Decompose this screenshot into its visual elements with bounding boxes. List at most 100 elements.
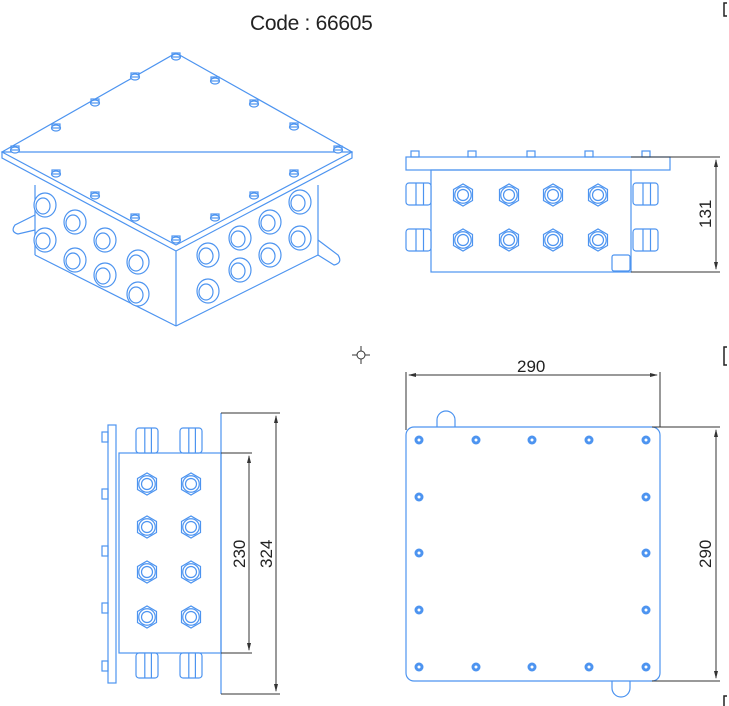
cable-gland	[93, 227, 117, 253]
lid-bolt	[50, 169, 62, 178]
cable-gland	[452, 183, 474, 207]
top-view: 290 290	[405, 357, 720, 698]
front-view: 131	[405, 150, 720, 273]
dimension-290-height: 290	[696, 540, 715, 568]
lid-bolt	[584, 150, 594, 158]
lid-bolt	[129, 72, 141, 81]
side-gland	[405, 228, 432, 252]
cable-gland	[63, 209, 87, 235]
top-tab-bottom	[611, 681, 631, 698]
side-gland	[405, 182, 432, 206]
bolt	[471, 435, 481, 445]
side-gland	[179, 652, 203, 679]
lid-bolt	[209, 76, 221, 85]
bolt	[641, 605, 651, 615]
cable-gland	[33, 192, 57, 218]
side-view: 230 324	[101, 412, 280, 695]
mounting-tab-right	[317, 239, 341, 266]
lid-bolt	[467, 150, 477, 158]
lid-bolt	[101, 660, 109, 672]
cable-gland	[63, 247, 87, 273]
frame-bracket-top	[723, 2, 727, 17]
cable-gland	[258, 242, 282, 268]
lid-bolt	[288, 169, 300, 178]
dimension-230: 230	[230, 540, 249, 568]
bolt	[584, 435, 594, 445]
bolt	[414, 662, 424, 672]
bolt	[414, 435, 424, 445]
cable-gland	[196, 242, 220, 268]
cable-gland	[587, 228, 609, 252]
lid-bolt	[641, 150, 651, 158]
cable-gland	[136, 472, 158, 496]
cable-gland	[136, 605, 158, 629]
lid-bolt	[89, 98, 101, 107]
cable-gland	[228, 225, 252, 251]
cable-gland	[93, 262, 117, 288]
lid-bolt	[170, 235, 182, 244]
lid-bolt	[288, 122, 300, 131]
bolt	[527, 435, 537, 445]
cable-gland	[258, 209, 282, 235]
cable-gland	[196, 278, 220, 304]
cable-gland	[498, 228, 520, 252]
lid-bolt	[129, 213, 141, 222]
lid-bolt	[101, 488, 109, 500]
side-gland	[632, 228, 659, 252]
bolt	[641, 492, 651, 502]
side-gland	[135, 427, 159, 454]
bolt	[641, 662, 651, 672]
iso-lid	[0, 52, 354, 246]
cable-gland	[452, 228, 474, 252]
frame-bracket-middle	[723, 346, 727, 366]
lid-bolt	[101, 431, 109, 443]
side-gland	[632, 182, 659, 206]
mounting-tab-left	[12, 214, 36, 235]
cable-gland	[180, 560, 202, 584]
crosshair-icon	[352, 346, 370, 364]
side-body	[118, 452, 222, 654]
side-gland	[179, 427, 203, 454]
bolt	[641, 548, 651, 558]
lid-bolt	[410, 150, 420, 158]
side-flange	[107, 424, 117, 684]
cable-gland	[542, 183, 564, 207]
lid-flange	[405, 156, 671, 171]
cable-gland	[542, 228, 564, 252]
cable-gland	[126, 249, 150, 275]
cable-gland	[126, 281, 150, 307]
side-gland	[135, 652, 159, 679]
lid-bolt	[248, 99, 260, 108]
dimension-324: 324	[257, 540, 276, 568]
cable-gland	[587, 183, 609, 207]
product-code-title: Code : 66605	[250, 12, 373, 35]
top-tab-top	[436, 410, 456, 427]
lid-bolt	[101, 545, 109, 557]
cable-gland	[288, 189, 312, 215]
cable-gland	[180, 472, 202, 496]
frame-bracket-bottom	[723, 695, 727, 706]
lid-bolt	[526, 150, 536, 158]
cable-gland	[136, 560, 158, 584]
bolt	[471, 662, 481, 672]
bolt	[641, 435, 651, 445]
bolt	[414, 548, 424, 558]
box-body	[430, 169, 632, 273]
bolt	[527, 662, 537, 672]
bolt	[414, 605, 424, 615]
isometric-view	[0, 52, 354, 327]
bolt	[414, 492, 424, 502]
cable-gland	[180, 515, 202, 539]
lid-bolt	[89, 191, 101, 200]
cable-gland	[33, 227, 57, 253]
cable-gland	[288, 225, 312, 251]
lid-bolt	[248, 191, 260, 200]
cable-gland	[498, 183, 520, 207]
lid-bolt	[209, 213, 221, 222]
cable-gland	[228, 257, 252, 283]
top-lid	[405, 426, 661, 682]
bolt	[584, 662, 594, 672]
lid-bolt	[170, 52, 182, 61]
dimension-290-width: 290	[517, 357, 545, 376]
